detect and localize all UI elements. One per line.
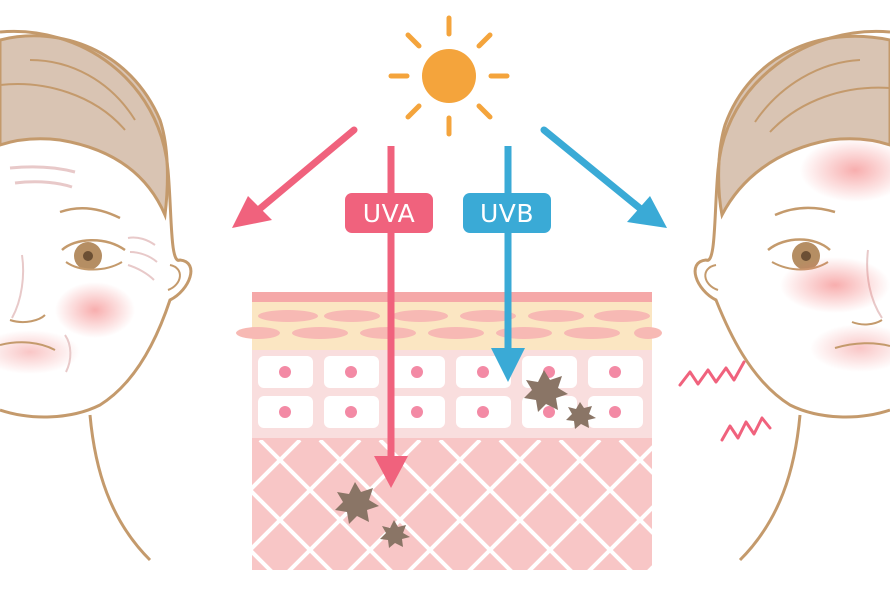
uvb-arrows [491,126,667,382]
left-face-outline [0,29,193,419]
skin-cross-section [236,292,662,570]
dermis [252,438,652,570]
uva-label-bg [345,193,433,233]
sun-icon [388,15,510,137]
right-face-hair [717,34,890,220]
right-face [678,29,890,562]
uvb-label-bg [463,193,551,233]
zigzag-icon [678,360,746,387]
left-face [0,29,193,562]
uva-label: UVA [362,198,416,228]
uvb-label: UVB [479,198,535,228]
dark-spot [335,370,596,548]
left-face-hair [0,34,169,221]
right-face-outline [693,29,890,419]
